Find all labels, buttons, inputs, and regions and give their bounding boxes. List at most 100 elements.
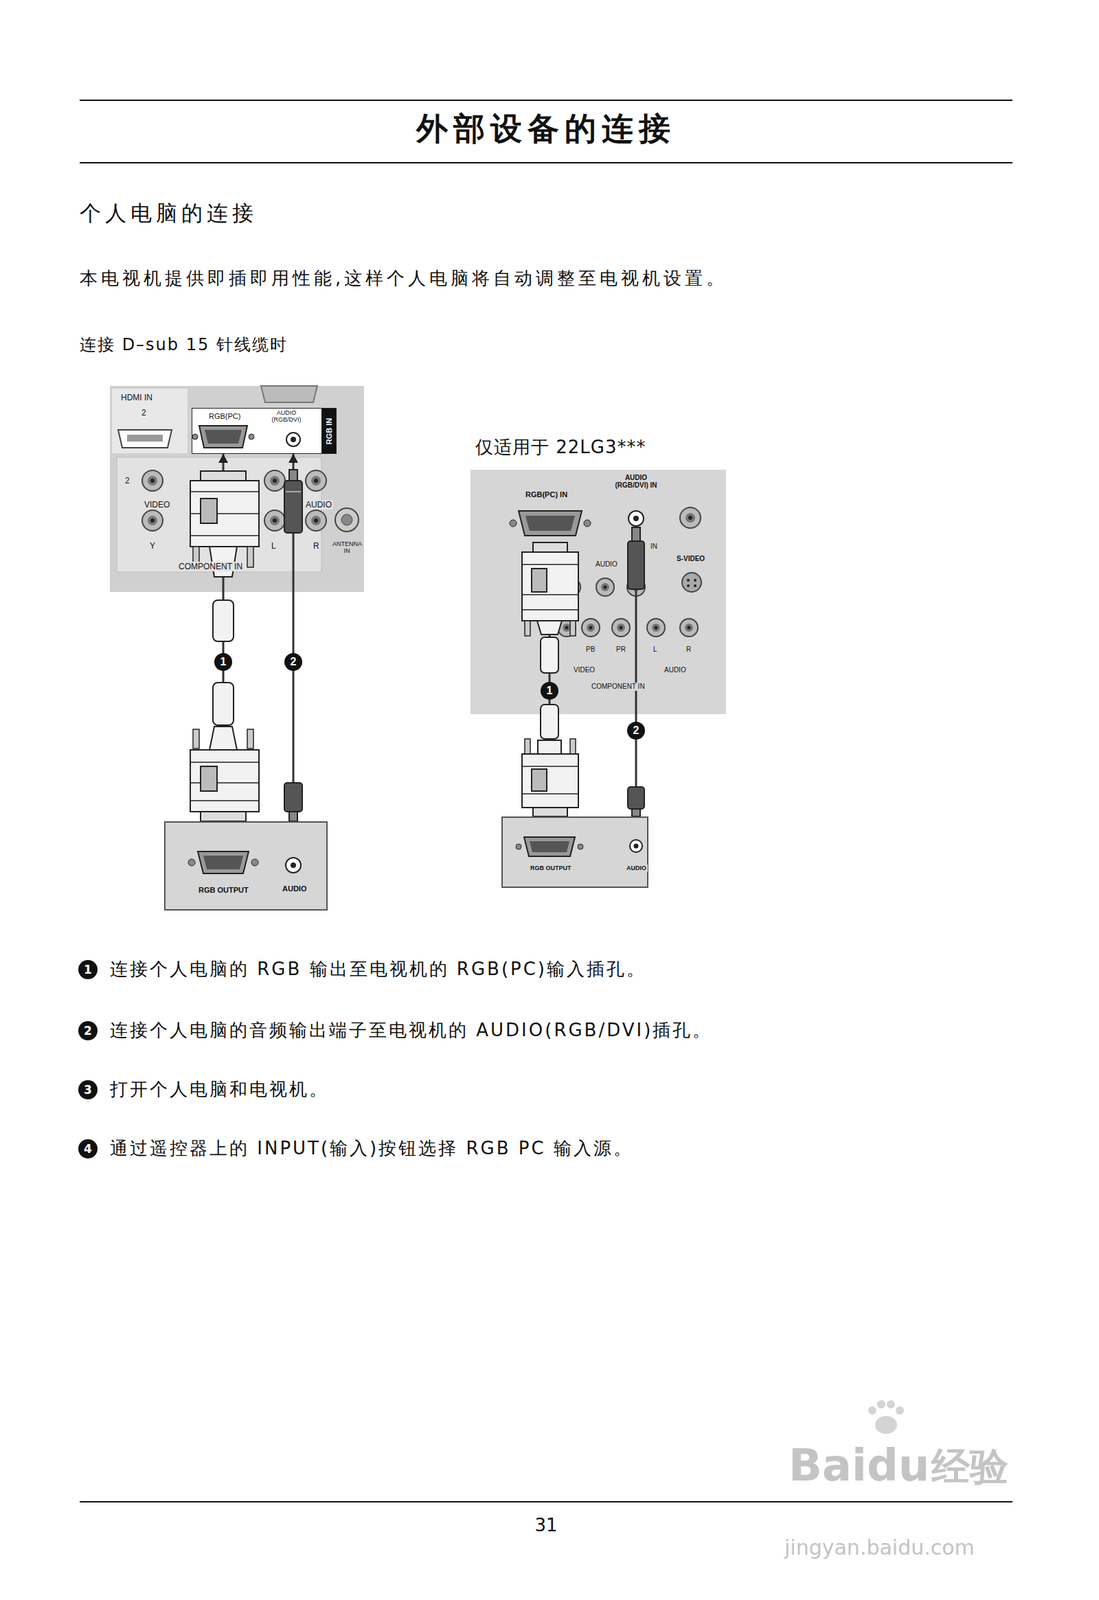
dsub-plug xyxy=(200,498,218,524)
pc-back-panel xyxy=(164,821,328,911)
pc-back-panel xyxy=(501,816,649,889)
dsub-plug xyxy=(522,594,579,596)
callout-number: 2 xyxy=(627,721,645,740)
tv-panel: RGB(PC) INAUDIO (RGB/DVI) ININS-VIDEOAUD… xyxy=(470,469,727,715)
tv-back-panel xyxy=(127,434,163,442)
port-label: S-VIDEO xyxy=(675,554,707,564)
dsub-plug xyxy=(190,761,259,764)
port-label: VIDEO xyxy=(572,666,597,675)
tv-back-panel xyxy=(628,511,644,527)
dsub-plug xyxy=(190,750,259,812)
port-label: Y xyxy=(148,541,157,551)
tv-back-panel xyxy=(633,515,639,522)
page-title: 外部设备的连接 xyxy=(79,109,1013,148)
port-label: PB xyxy=(584,645,597,654)
dsub-plug xyxy=(200,766,218,792)
port-label: RGB OUTPUT xyxy=(528,864,573,873)
watermark-paw xyxy=(877,1400,886,1409)
port-label: L xyxy=(269,541,278,551)
step-text: 连接个人电脑的 RGB 输出至电视机的 RGB(PC)输入插孔。 xyxy=(109,958,647,981)
dsub-plug xyxy=(522,552,579,621)
callout-number: 2 xyxy=(284,653,303,672)
rule-line xyxy=(79,99,1013,101)
dsub-plug xyxy=(190,800,259,802)
dsub-plug xyxy=(570,620,576,637)
port-number: 2 xyxy=(123,476,132,486)
port-label: VIDEO xyxy=(142,500,172,510)
dsub-plug xyxy=(524,620,531,637)
dsub-plug xyxy=(200,471,246,481)
page-number: 31 xyxy=(408,1515,684,1537)
port-label: AUDIO (RGB/DVI) IN xyxy=(612,473,661,490)
tv-back-panel xyxy=(518,511,582,536)
tv-back-panel xyxy=(248,434,255,440)
watermark-paw xyxy=(868,1400,904,1435)
tv-back-panel xyxy=(680,507,701,529)
port-label: L xyxy=(651,645,659,654)
tv-back-panel xyxy=(693,584,697,588)
callout-number: 1 xyxy=(214,653,233,672)
dsub-plug xyxy=(537,740,562,755)
dsub-plug xyxy=(209,726,237,751)
dsub-plug xyxy=(190,491,259,493)
port-label: AUDIO xyxy=(594,560,619,569)
dsub-plug xyxy=(247,729,254,749)
watermark: 经验 xyxy=(931,1443,1009,1490)
watermark: Baidu xyxy=(788,1439,930,1493)
tv-back-panel xyxy=(612,618,630,637)
pc-back-panel xyxy=(188,859,196,867)
intro-text: 本电视机提供即插即用性能,这样个人电脑将自动调整至电视机设置。 xyxy=(79,267,728,290)
dsub-plug xyxy=(537,620,562,635)
audio-plug xyxy=(631,809,641,817)
tv-back-panel xyxy=(109,386,365,593)
tv-back-panel xyxy=(321,408,337,455)
dsub-plug xyxy=(533,542,568,553)
group-label: RGB IN xyxy=(324,416,334,447)
audio-plug xyxy=(289,469,298,481)
audio-plug xyxy=(284,783,303,812)
dsub-plug xyxy=(522,542,579,817)
dsub-plug xyxy=(570,739,576,755)
step-text: 打开个人电脑和电视机。 xyxy=(109,1079,330,1101)
audio-plug xyxy=(284,469,303,822)
audio-plug xyxy=(284,480,303,534)
dsub-plug xyxy=(522,765,579,768)
pc-back-panel xyxy=(577,844,584,850)
port-label: R xyxy=(311,541,321,551)
tv-back-panel xyxy=(470,469,727,715)
dsub-plug xyxy=(524,739,531,755)
port-label: HDMI IN xyxy=(119,392,154,403)
dsub-plug xyxy=(522,754,579,808)
dsub-plug xyxy=(540,637,559,674)
pc-back-panel xyxy=(203,855,244,870)
audio-plug xyxy=(627,787,645,810)
arrow-head xyxy=(218,454,229,463)
watermark-paw xyxy=(895,1406,904,1415)
watermark-paw xyxy=(886,1400,895,1409)
tv-back-panel xyxy=(470,469,727,715)
tv-back-panel xyxy=(191,408,337,455)
tv-back-panel xyxy=(341,514,353,526)
dsub-plug xyxy=(533,807,568,817)
arrow-head xyxy=(288,454,299,463)
tv-back-panel xyxy=(686,579,690,582)
audio-plug xyxy=(285,491,301,493)
pc-back-panel xyxy=(285,857,301,874)
audio-plug xyxy=(289,811,298,822)
tv-back-panel xyxy=(111,388,188,454)
pc-back-panel xyxy=(251,859,259,867)
section-heading: 个人电脑的连接 xyxy=(79,200,258,226)
pc-panel: RGB OUTPUTAUDIO xyxy=(164,821,328,911)
tv-back-panel xyxy=(680,618,698,637)
port-label: AUDIO (RGB/DVI) xyxy=(267,410,305,424)
tv-back-panel xyxy=(142,470,163,492)
callout-number: 3 xyxy=(78,1080,98,1100)
tv-back-panel xyxy=(335,508,359,532)
tv-back-panel xyxy=(647,618,665,637)
pc-back-panel xyxy=(633,844,639,849)
port-label: AUDIO xyxy=(625,864,648,873)
port-label: RGB OUTPUT xyxy=(197,886,251,895)
tv-back-panel xyxy=(583,519,591,527)
dsub-plug xyxy=(540,704,559,740)
